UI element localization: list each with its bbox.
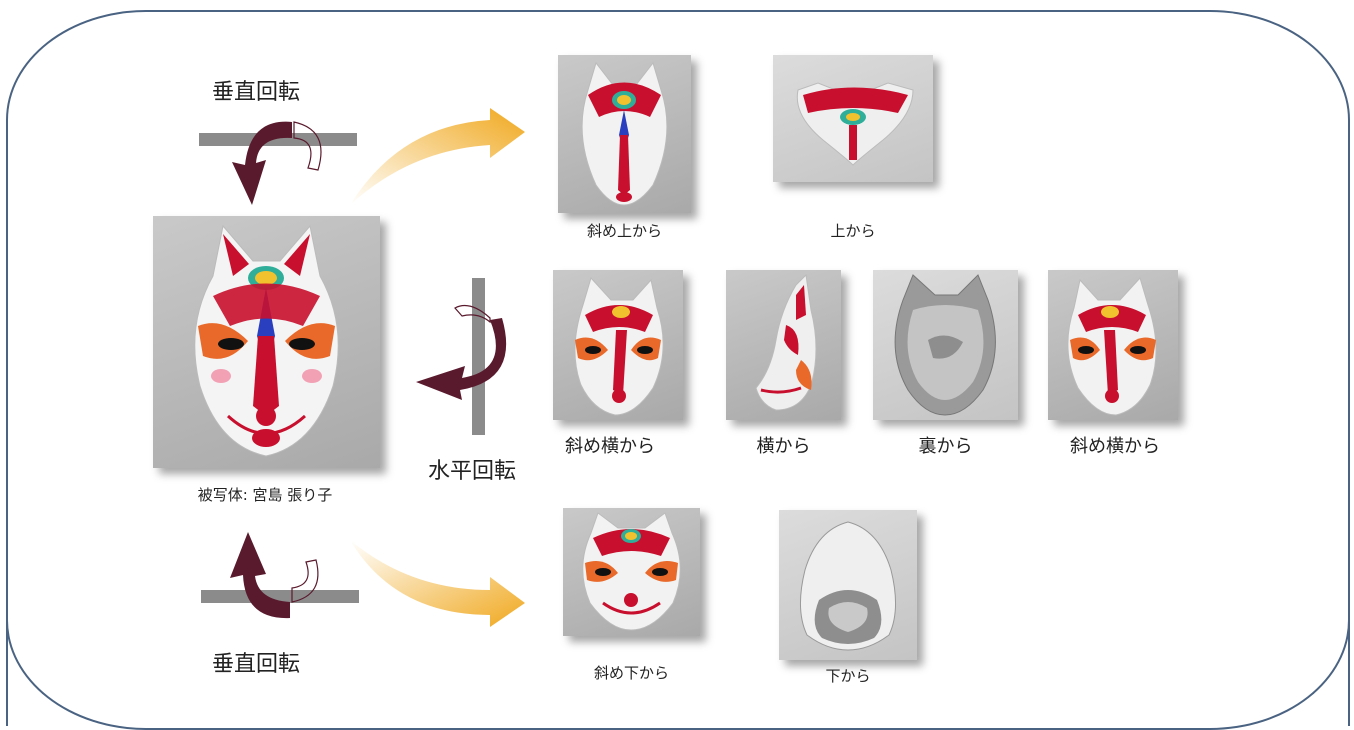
fox-mask-bottom-image: [799, 521, 897, 651]
vertical-rotation-bar-top: [199, 133, 357, 146]
photo-bottom: [779, 510, 917, 660]
photo-top: [773, 55, 933, 182]
vertical-rotation-label-top: 垂直回転: [212, 80, 301, 105]
fox-mask-oblique-top-image: [581, 61, 668, 206]
photo-oblique-side-right: [1048, 270, 1178, 420]
photo-side: [726, 270, 841, 420]
fox-mask-side-image: [755, 273, 817, 411]
caption-oblique-side-right: 斜め横から: [1070, 436, 1160, 457]
vertical-rotation-bar-bottom: [201, 590, 359, 603]
horizontal-rotation-bar: [472, 278, 485, 435]
fox-mask-oblique-bottom-image: [582, 512, 681, 631]
caption-side: 横から: [756, 436, 811, 457]
caption-bottom: 下から: [825, 667, 871, 685]
caption-oblique-top: 斜め上から: [586, 222, 662, 240]
caption-oblique-side-left: 斜め横から: [565, 436, 655, 457]
vertical-rotation-label-bottom: 垂直回転: [212, 652, 301, 677]
photo-oblique-bottom: [563, 508, 700, 636]
caption-top: 上から: [830, 222, 876, 240]
fox-mask-front-image: [194, 224, 339, 457]
fox-mask-back-image: [894, 274, 996, 416]
fox-mask-oblique-side-left-image: [574, 277, 664, 416]
photo-oblique-top: [558, 55, 691, 213]
caption-back: 裏から: [918, 436, 973, 457]
fox-mask-top-image: [796, 82, 914, 166]
subject-caption: 被写体: 宮島 張り子: [197, 486, 333, 504]
caption-oblique-bottom: 斜め下から: [593, 664, 669, 682]
photo-back: [873, 270, 1018, 420]
subject-mask-photo: [153, 216, 380, 468]
photo-oblique-side-left: [553, 270, 683, 420]
horizontal-rotation-label: 水平回転: [428, 459, 517, 484]
fox-mask-oblique-side-right-image: [1067, 277, 1157, 416]
